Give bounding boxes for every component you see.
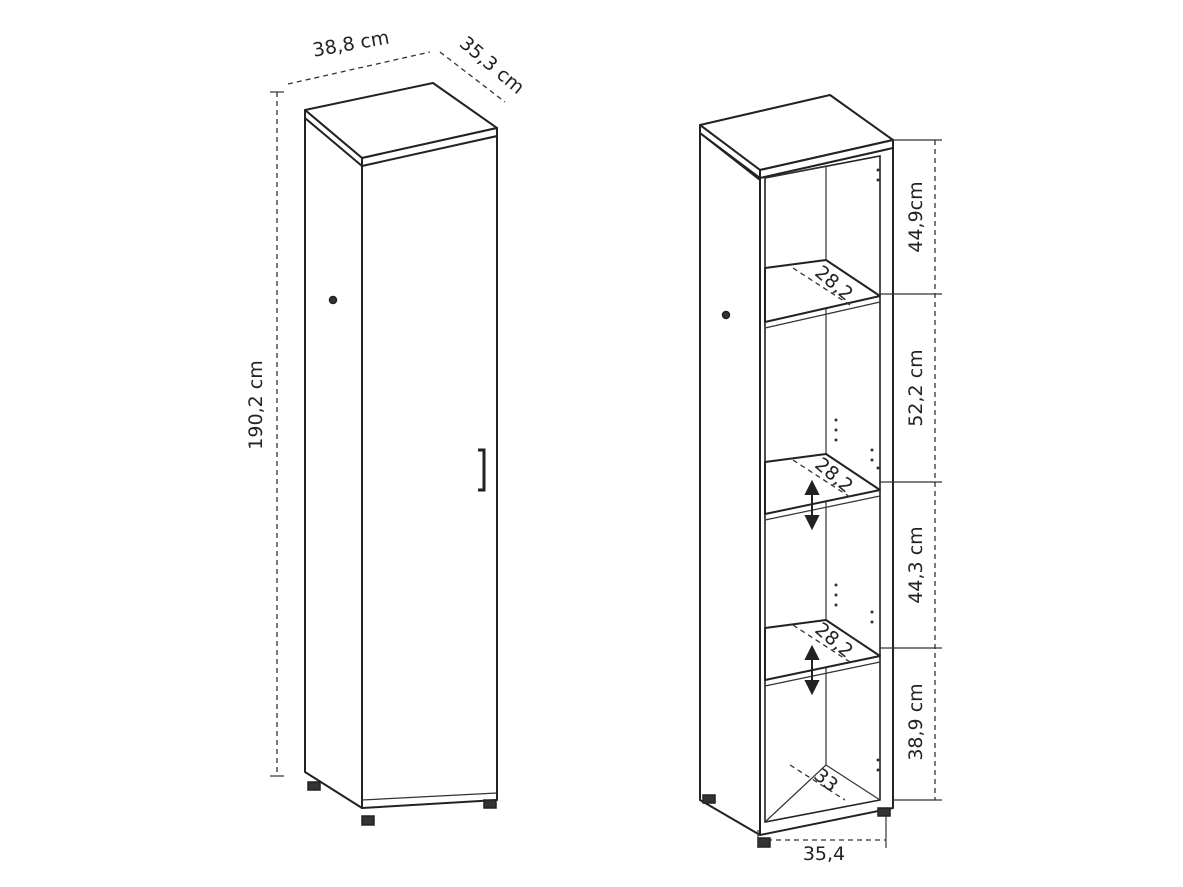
adjust-arrow-icon — [804, 644, 820, 696]
door — [361, 135, 498, 809]
shelf — [764, 619, 881, 687]
closed-cabinet — [304, 82, 498, 826]
height-label: 190,2 cm — [245, 360, 267, 449]
foot — [483, 799, 497, 809]
open-cabinet — [699, 94, 894, 848]
lock-icon — [721, 310, 731, 320]
door-handle — [478, 448, 486, 492]
compartment-height-label: 38,9 cm — [905, 683, 927, 760]
depth-label: 35,3 cm — [455, 32, 528, 99]
shelf — [764, 453, 881, 521]
foot — [307, 781, 321, 791]
adjust-arrow-icon — [804, 479, 820, 531]
side-panel — [304, 117, 363, 809]
shelf — [764, 259, 881, 329]
lock-icon — [328, 295, 338, 305]
foot — [877, 807, 891, 817]
foot — [361, 815, 375, 826]
compartment-height-label: 44,9cm — [905, 181, 927, 252]
width-label: 38,8 cm — [311, 27, 391, 62]
side-panel — [699, 132, 761, 836]
compartment-height-label: 52,2 cm — [905, 349, 927, 426]
compartment-height-label: 44,3 cm — [905, 526, 927, 603]
inner-width-label: 35,4 — [803, 843, 845, 865]
foot — [702, 794, 716, 804]
